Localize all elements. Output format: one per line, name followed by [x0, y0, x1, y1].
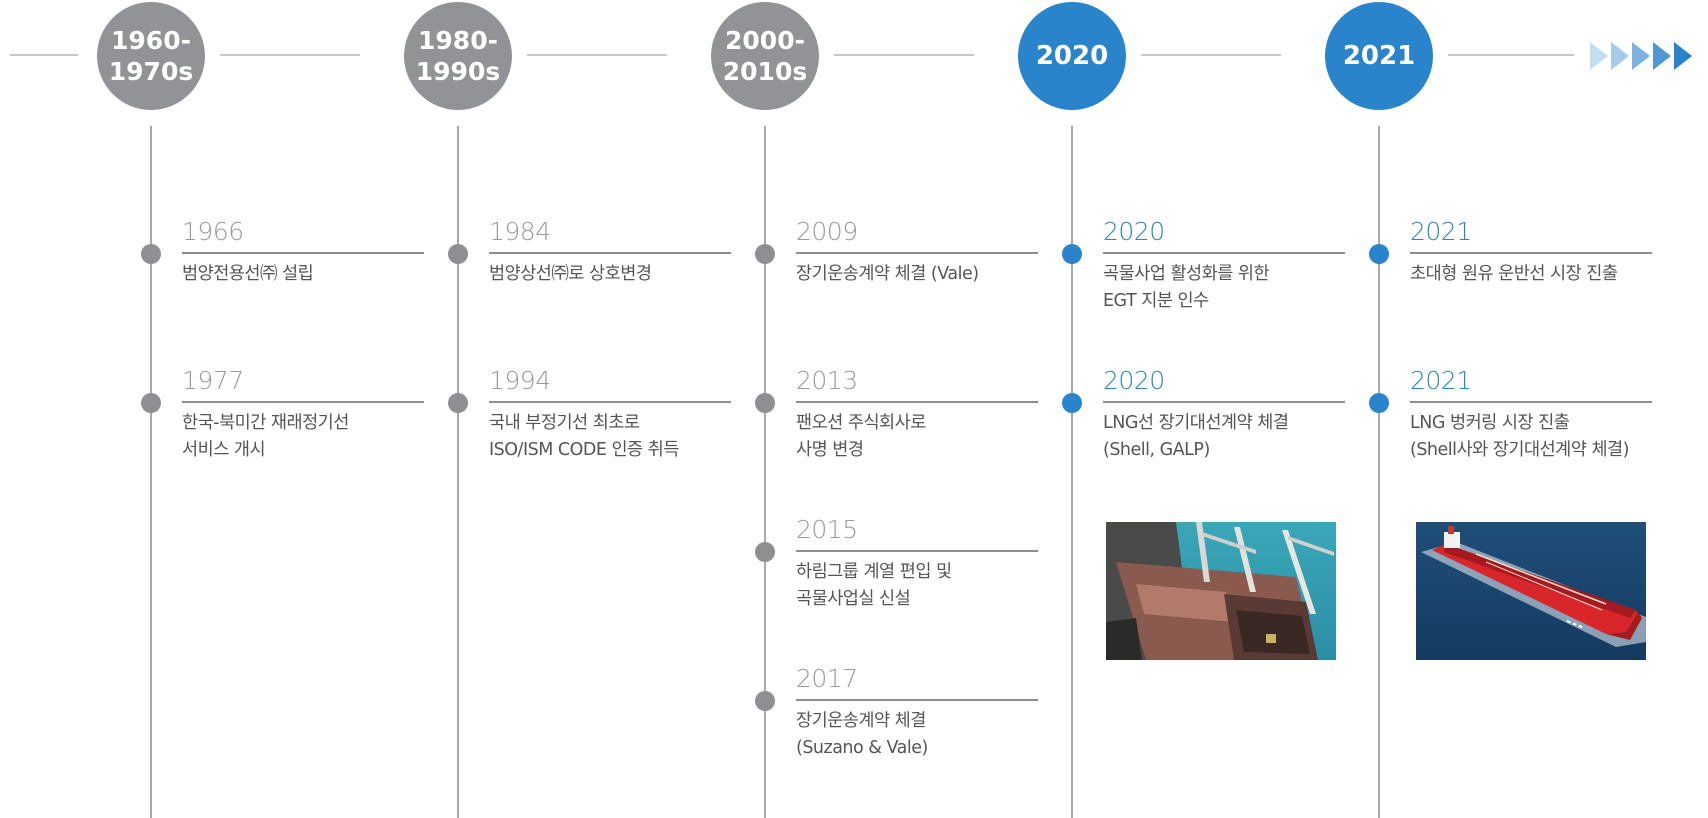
period-vertical-line [1378, 126, 1380, 818]
period-vertical-line [457, 126, 459, 818]
period-vertical-line [764, 126, 766, 818]
event-description: 초대형 원유 운반선 시장 진출 [1410, 264, 1618, 284]
period-circle-1960-1970s: 1960- 1970s [97, 2, 205, 110]
chevron-arrows-icon [1590, 42, 1695, 70]
event-dot [1369, 393, 1389, 413]
event-year: 2021 [1410, 366, 1472, 395]
event-description: 한국-북미간 재래정기선 서비스 개시 [182, 413, 349, 460]
event-description: LNG선 장기대선계약 체결 (Shell, GALP) [1103, 413, 1289, 460]
event-description: 범양상선㈜로 상호변경 [489, 264, 652, 284]
period-circle-2020: 2020 [1018, 2, 1126, 110]
event-dot [755, 244, 775, 264]
event-description: 곡물사업 활성화를 위한 EGT 지분 인수 [1103, 264, 1270, 311]
timeline-connector [527, 54, 667, 56]
event-description: 팬오션 주식회사로 사명 변경 [796, 413, 926, 460]
event-divider [1103, 252, 1345, 254]
red-crude-oil-tanker-photo: ▬ ▬ ▬ [1416, 522, 1646, 660]
event-dot [755, 691, 775, 711]
event-divider [796, 401, 1038, 403]
event-dot [755, 393, 775, 413]
event-year: 1977 [182, 366, 244, 395]
event-divider [1410, 401, 1652, 403]
timeline-connector [10, 54, 78, 56]
event-dot [1062, 244, 1082, 264]
event-year: 2021 [1410, 217, 1472, 246]
event-dot [141, 244, 161, 264]
event-year: 2020 [1103, 366, 1165, 395]
event-year: 2009 [796, 217, 858, 246]
event-divider [489, 401, 731, 403]
period-circle-2000-2010s: 2000- 2010s [711, 2, 819, 110]
period-circle-1980-1990s: 1980- 1990s [404, 2, 512, 110]
event-divider [1103, 401, 1345, 403]
event-description: 국내 부정기선 최초로 ISO/ISM CODE 인증 취득 [489, 413, 679, 460]
event-divider [1410, 252, 1652, 254]
period-label: 2020 [1035, 40, 1109, 71]
timeline-connector [220, 54, 360, 56]
event-dot [448, 393, 468, 413]
event-description: 장기운송계약 체결 (Suzano & Vale) [796, 711, 928, 758]
period-vertical-line [150, 126, 152, 818]
event-divider [796, 550, 1038, 552]
timeline-connector [834, 54, 974, 56]
event-year: 2013 [796, 366, 858, 395]
period-label: 1960- 1970s [108, 26, 194, 86]
event-divider [796, 699, 1038, 701]
period-vertical-line [1071, 126, 1073, 818]
event-year: 1994 [489, 366, 551, 395]
event-year: 2020 [1103, 217, 1165, 246]
event-divider [796, 252, 1038, 254]
period-label: 2021 [1342, 40, 1416, 71]
bulk-carrier-cargo-hold-photo [1106, 522, 1336, 660]
event-divider [489, 252, 731, 254]
event-description: LNG 벙커링 시장 진출 (Shell사와 장기대선계약 체결) [1410, 413, 1629, 460]
event-divider [182, 252, 424, 254]
timeline-connector [1141, 54, 1281, 56]
event-dot [1369, 244, 1389, 264]
event-year: 1966 [182, 217, 244, 246]
period-label: 2000- 2010s [722, 26, 808, 86]
event-year: 2017 [796, 664, 858, 693]
period-label: 1980- 1990s [415, 26, 501, 86]
event-dot [1062, 393, 1082, 413]
event-year: 1984 [489, 217, 551, 246]
event-divider [182, 401, 424, 403]
event-year: 2015 [796, 515, 858, 544]
event-dot [755, 542, 775, 562]
timeline-connector [1448, 54, 1574, 56]
period-circle-2021: 2021 [1325, 2, 1433, 110]
event-dot [448, 244, 468, 264]
event-description: 범양전용선㈜ 설립 [182, 264, 314, 284]
event-dot [141, 393, 161, 413]
event-description: 장기운송계약 체결 (Vale) [796, 264, 979, 284]
event-description: 하림그룹 계열 편입 및 곡물사업실 신설 [796, 562, 952, 609]
